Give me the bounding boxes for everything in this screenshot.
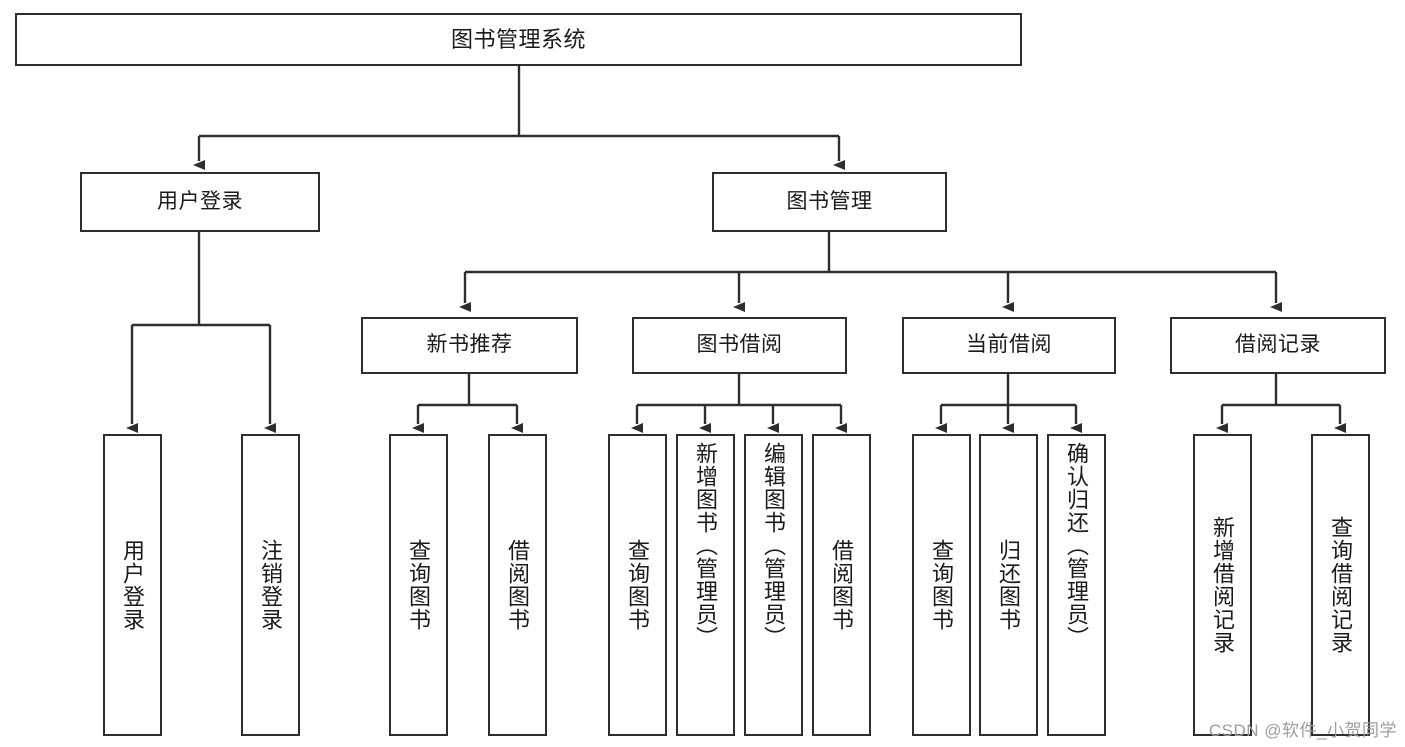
node-book-management[interactable]: 图书管理 [712,172,947,232]
node-label: 确认归还（管理员） [1064,442,1090,649]
leaf-book-borrow-query-book[interactable]: 查询图书 [608,434,667,736]
node-label: 新增借阅记录 [1210,516,1236,654]
node-label: 新书推荐 [426,333,513,357]
node-label: 借阅图书 [505,539,531,631]
leaf-borrow-record-add-record[interactable]: 新增借阅记录 [1193,434,1252,736]
node-label: 查询图书 [406,539,432,631]
node-label: 编辑图书（管理员） [761,442,787,649]
node-borrow-record[interactable]: 借阅记录 [1170,317,1386,374]
leaf-new-book-query-book[interactable]: 查询图书 [389,434,448,736]
leaf-new-book-borrow-book[interactable]: 借阅图书 [488,434,547,736]
leaf-current-borrow-return-book[interactable]: 归还图书 [979,434,1038,736]
node-label: 借阅记录 [1235,333,1321,357]
leaf-current-borrow-query-book[interactable]: 查询图书 [912,434,971,736]
leaf-book-borrow-borrow-book[interactable]: 借阅图书 [812,434,871,736]
leaf-user-login-logout[interactable]: 注销登录 [241,434,300,736]
node-label: 新增图书（管理员） [693,442,719,649]
leaf-current-borrow-confirm-return-admin[interactable]: 确认归还（管理员） [1047,434,1106,736]
node-new-book-recommend[interactable]: 新书推荐 [361,317,578,374]
node-label: 查询借阅记录 [1328,516,1354,654]
watermark: CSDN @软件_小贺同学 [1208,721,1397,740]
node-label: 用户登录 [157,189,243,213]
leaf-borrow-record-query-record[interactable]: 查询借阅记录 [1311,434,1370,736]
node-current-borrow[interactable]: 当前借阅 [902,317,1116,374]
node-label: 借阅图书 [829,539,855,631]
node-user-login[interactable]: 用户登录 [80,172,320,232]
node-label: 当前借阅 [966,333,1052,357]
node-label: 用户登录 [120,539,146,631]
node-label: 注销登录 [258,539,284,631]
node-label: 查询图书 [625,539,651,631]
node-label: 图书借阅 [696,333,783,357]
node-label: 图书管理 [786,189,873,213]
node-root-book-management-system[interactable]: 图书管理系统 [15,13,1022,66]
node-label: 归还图书 [996,539,1022,631]
leaf-book-borrow-edit-book-admin[interactable]: 编辑图书（管理员） [744,434,803,736]
leaf-book-borrow-add-book-admin[interactable]: 新增图书（管理员） [676,434,735,736]
leaf-user-login-login[interactable]: 用户登录 [103,434,162,736]
node-book-borrow[interactable]: 图书借阅 [632,317,847,374]
node-label: 图书管理系统 [450,26,586,52]
node-label: 查询图书 [929,539,955,631]
